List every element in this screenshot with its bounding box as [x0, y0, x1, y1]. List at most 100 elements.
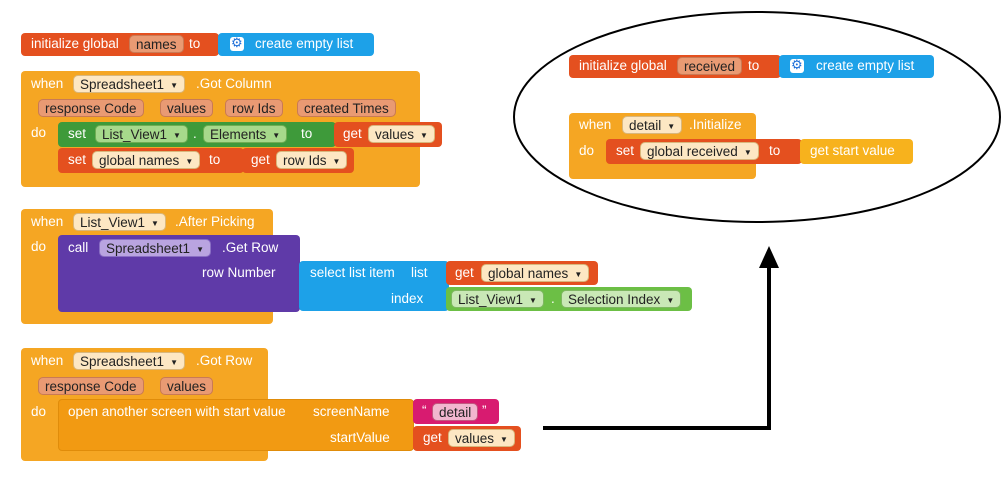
highlight-ellipse: [513, 11, 1001, 223]
component-name: List_View1: [102, 127, 168, 142]
get-start-value-block[interactable]: [800, 139, 913, 164]
init-global-label: initialize global: [579, 58, 667, 73]
gear-icon[interactable]: [230, 35, 244, 51]
property-name: Selection Index: [568, 292, 661, 307]
set-label: set: [616, 143, 635, 158]
dropdown-arrow-icon: ▼: [196, 245, 204, 254]
when-label: when: [31, 214, 64, 229]
dropdown-arrow-icon: ▼: [667, 122, 676, 131]
flow-arrow-head: [759, 246, 779, 268]
flow-arrow-line: [543, 262, 771, 430]
get-label: get: [251, 152, 270, 167]
dropdown-arrow-icon: ▼: [170, 81, 178, 90]
variable-name: global received: [647, 144, 738, 159]
variable-dropdown[interactable]: global received ▼: [640, 142, 759, 160]
variable-dropdown[interactable]: values ▼: [368, 125, 435, 143]
when-label: when: [31, 353, 64, 368]
variable-dropdown[interactable]: global names ▼: [481, 264, 590, 282]
component-dropdown[interactable]: Spreadsheet1 ▼: [73, 75, 185, 93]
text-field[interactable]: detail: [432, 403, 479, 421]
param-response-code[interactable]: response Code: [38, 377, 144, 395]
param-response-code[interactable]: response Code: [38, 99, 144, 117]
dropdown-arrow-icon: ▼: [666, 296, 675, 305]
row-number-label: row Number: [202, 265, 276, 280]
param-values[interactable]: values: [160, 99, 214, 117]
do-label: do: [31, 125, 47, 140]
global-name-field[interactable]: received: [677, 57, 743, 75]
set-label: set: [68, 152, 87, 167]
component-dropdown[interactable]: Spreadsheet1 ▼: [99, 239, 211, 257]
variable-dropdown[interactable]: values ▼: [448, 429, 515, 447]
variable-name: values: [455, 431, 495, 446]
property-dropdown[interactable]: Elements ▼: [203, 125, 288, 143]
component-dropdown[interactable]: detail▼: [622, 116, 683, 134]
event-name: .Initialize: [689, 117, 742, 132]
dropdown-arrow-icon: ▼: [420, 131, 428, 140]
set-label: set: [68, 126, 87, 141]
dropdown-arrow-icon: ▼: [332, 157, 341, 166]
component-name: Spreadsheet1: [80, 77, 165, 92]
gear-icon[interactable]: [790, 57, 804, 73]
open-screen-label: open another screen with start value: [68, 404, 286, 419]
dot-label: .: [551, 291, 555, 306]
event-name: .Got Column: [196, 76, 272, 91]
quote-open: “: [422, 403, 427, 418]
dropdown-arrow-icon: ▼: [151, 219, 159, 228]
get-label: get: [343, 126, 362, 141]
to-label: to: [189, 36, 201, 51]
variable-name: global names: [99, 153, 180, 168]
select-list-item-block[interactable]: [299, 261, 449, 311]
to-label: to: [209, 152, 221, 167]
event-name: .Got Row: [196, 353, 253, 368]
param-values[interactable]: values: [160, 377, 214, 395]
component-name: List_View1: [458, 292, 524, 307]
variable-name: values: [375, 127, 415, 142]
property-name: Elements: [210, 127, 267, 142]
dropdown-arrow-icon: ▼: [574, 270, 583, 279]
param-created-times[interactable]: created Times: [297, 99, 396, 117]
variable-dropdown[interactable]: global names▼: [92, 151, 201, 169]
when-label: when: [31, 76, 64, 91]
do-label: do: [31, 404, 47, 419]
dropdown-arrow-icon: ▼: [529, 296, 537, 305]
start-value-label: startValue: [330, 430, 390, 445]
screen-name-label: screenName: [313, 404, 390, 419]
do-label: do: [579, 143, 595, 158]
dropdown-arrow-icon: ▼: [743, 148, 752, 157]
component-dropdown[interactable]: Spreadsheet1▼: [73, 352, 185, 370]
create-empty-list-block[interactable]: [218, 33, 374, 56]
dropdown-arrow-icon: ▼: [500, 435, 508, 444]
method-name: .Get Row: [222, 240, 279, 255]
get-start-value-label: get start value: [810, 143, 895, 158]
index-label: index: [391, 291, 424, 306]
component-dropdown[interactable]: List_View1 ▼: [95, 125, 188, 143]
open-screen-block[interactable]: [58, 399, 414, 451]
list-label: list: [411, 265, 428, 280]
property-dropdown[interactable]: Selection Index ▼: [561, 290, 682, 308]
get-label: get: [423, 430, 442, 445]
quote-close: ”: [482, 403, 487, 418]
variable-name: global names: [488, 266, 569, 281]
variable-dropdown[interactable]: row Ids ▼: [276, 151, 348, 169]
create-empty-list-block[interactable]: [779, 55, 934, 78]
create-empty-list-label: create empty list: [816, 58, 915, 73]
get-label: get: [455, 265, 474, 280]
component-name: Spreadsheet1: [106, 241, 191, 256]
event-name: .After Picking: [175, 214, 255, 229]
select-list-item-label: select list item: [310, 265, 395, 280]
to-label: to: [769, 143, 781, 158]
variable-name: row Ids: [283, 153, 327, 168]
component-name: List_View1: [80, 215, 146, 230]
dropdown-arrow-icon: ▼: [272, 131, 281, 140]
component-dropdown[interactable]: List_View1 ▼: [73, 213, 166, 231]
to-label: to: [748, 58, 760, 73]
init-global-label: initialize global: [31, 36, 119, 51]
global-name-field[interactable]: names: [129, 35, 184, 53]
component-name: Spreadsheet1: [80, 354, 165, 369]
dot-label: .: [193, 126, 197, 141]
param-row-ids[interactable]: row Ids: [225, 99, 283, 117]
dropdown-arrow-icon: ▼: [173, 131, 181, 140]
do-label: do: [31, 239, 47, 254]
component-dropdown[interactable]: List_View1 ▼: [451, 290, 544, 308]
